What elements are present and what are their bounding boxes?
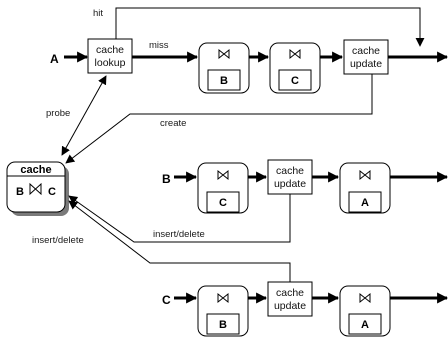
probe-label: probe xyxy=(46,108,70,119)
join-operator-mid-1[interactable]: C xyxy=(197,162,249,214)
create-label: create xyxy=(160,118,186,129)
join-operator-top-1[interactable]: B xyxy=(198,42,250,94)
create-arrow xyxy=(65,74,373,164)
join-symbol-icon xyxy=(289,48,301,60)
join-mid-2-relation: A xyxy=(361,197,369,209)
join-top-2-relation: C xyxy=(291,75,299,87)
join-operator-mid-2[interactable]: A xyxy=(339,162,391,214)
cache-store-left-relation: B xyxy=(16,186,24,198)
hit-arrow xyxy=(115,7,425,47)
input-c-label: C xyxy=(162,293,171,307)
insert-delete-arrow-bot xyxy=(68,200,291,282)
join-mid-1-relation: C xyxy=(219,197,227,209)
insert-delete-label-mid: insert/delete xyxy=(153,229,205,240)
miss-label: miss xyxy=(149,40,169,51)
cache-update-top-line2: update xyxy=(350,58,382,70)
cache-update-box-mid[interactable]: cache update xyxy=(267,159,313,195)
cache-update-mid-line2: update xyxy=(274,178,306,190)
cache-update-box-top[interactable]: cache update xyxy=(343,39,389,75)
input-b-label: B xyxy=(162,172,171,186)
join-symbol-icon xyxy=(217,169,229,181)
insert-delete-arrow-mid xyxy=(68,194,291,243)
cache-lookup-line2: lookup xyxy=(95,57,126,69)
hit-label: hit xyxy=(93,8,103,19)
cache-update-mid-line1: cache xyxy=(276,165,304,177)
join-operator-bot-1[interactable]: B xyxy=(197,285,249,337)
cache-join-symbol-icon xyxy=(29,182,42,196)
join-operator-top-2[interactable]: C xyxy=(269,42,321,94)
probe-arrow xyxy=(61,75,107,156)
cache-update-box-bot[interactable]: cache update xyxy=(267,281,313,317)
cache-store-right-relation: C xyxy=(48,186,56,198)
cache-lookup-box[interactable]: cache lookup xyxy=(87,38,133,74)
insert-delete-label-bot: insert/delete xyxy=(32,235,84,246)
join-top-1-relation: B xyxy=(220,75,228,87)
cache-update-bot-line2: update xyxy=(274,300,306,312)
join-symbol-icon xyxy=(359,169,371,181)
cache-store[interactable]: cache B C xyxy=(6,161,69,216)
cache-lookup-line1: cache xyxy=(96,44,124,56)
join-symbol-icon xyxy=(217,292,229,304)
join-bot-1-relation: B xyxy=(219,319,227,331)
join-symbol-icon xyxy=(218,48,230,60)
cache-update-top-line1: cache xyxy=(352,45,380,57)
join-bot-2-relation: A xyxy=(361,319,369,331)
cache-store-title: cache xyxy=(20,164,51,176)
cache-update-bot-line1: cache xyxy=(276,287,304,299)
join-symbol-icon xyxy=(359,292,371,304)
input-a-label: A xyxy=(50,52,59,66)
join-operator-bot-2[interactable]: A xyxy=(339,285,391,337)
